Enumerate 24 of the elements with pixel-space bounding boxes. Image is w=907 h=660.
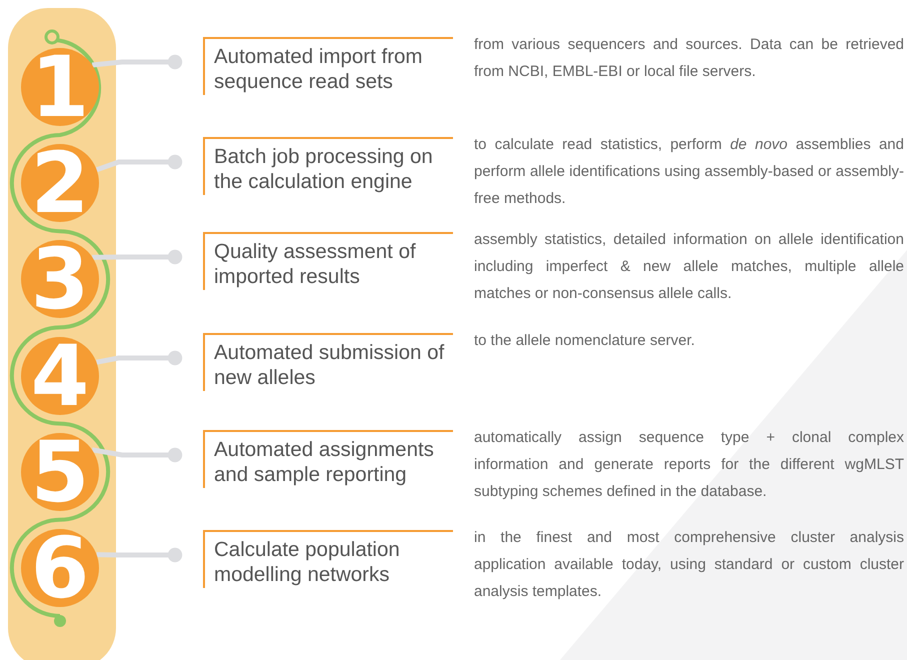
step-heading-box (203, 37, 453, 95)
step-heading-box (203, 137, 453, 195)
step-heading-box (203, 530, 453, 588)
step-description: to the allele nomenclature server. (474, 331, 696, 351)
step-title: Automated submission of new alleles (214, 340, 446, 390)
step-heading-box (203, 232, 453, 290)
step-description: to calculate read statistics, perform de novo assemblies and perform allele identifications using assembly-based or assembly-free methods. (474, 135, 904, 209)
step-title: Calculate population modelling networks (214, 537, 401, 587)
leader-line (92, 250, 182, 264)
leader-line (96, 548, 182, 562)
leader-line (92, 447, 182, 462)
step-heading-box (203, 333, 453, 391)
leader-line (96, 350, 182, 366)
step-title: Automated assignments and sample reporting (214, 437, 435, 487)
step-title: Automated import from sequence read sets (214, 44, 424, 94)
leader-line (92, 54, 182, 70)
step-title: Quality assessment of imported results (214, 239, 417, 289)
leader-line (96, 154, 182, 172)
step-description: in the finest and most comprehensive cluster analysis application available today, using standard or custom cluster analysis templates. (474, 528, 904, 602)
step-description: automatically assign sequence type + clonal complex information and generate reports for the different wgMLST subtyping schemes defined in the database. (474, 428, 904, 502)
step-description: assembly statistics, detailed information on allele identification including imperfect & new allele matches, multiple allele matches or non-consensus allele calls. (474, 230, 904, 304)
step-description: from various sequencers and sources. Data can be retrieved from NCBI, EMBL-EBI or local file servers. (474, 35, 904, 82)
step-title: Batch job processing on the calculation engine (214, 144, 434, 194)
step-heading-box (203, 430, 453, 488)
